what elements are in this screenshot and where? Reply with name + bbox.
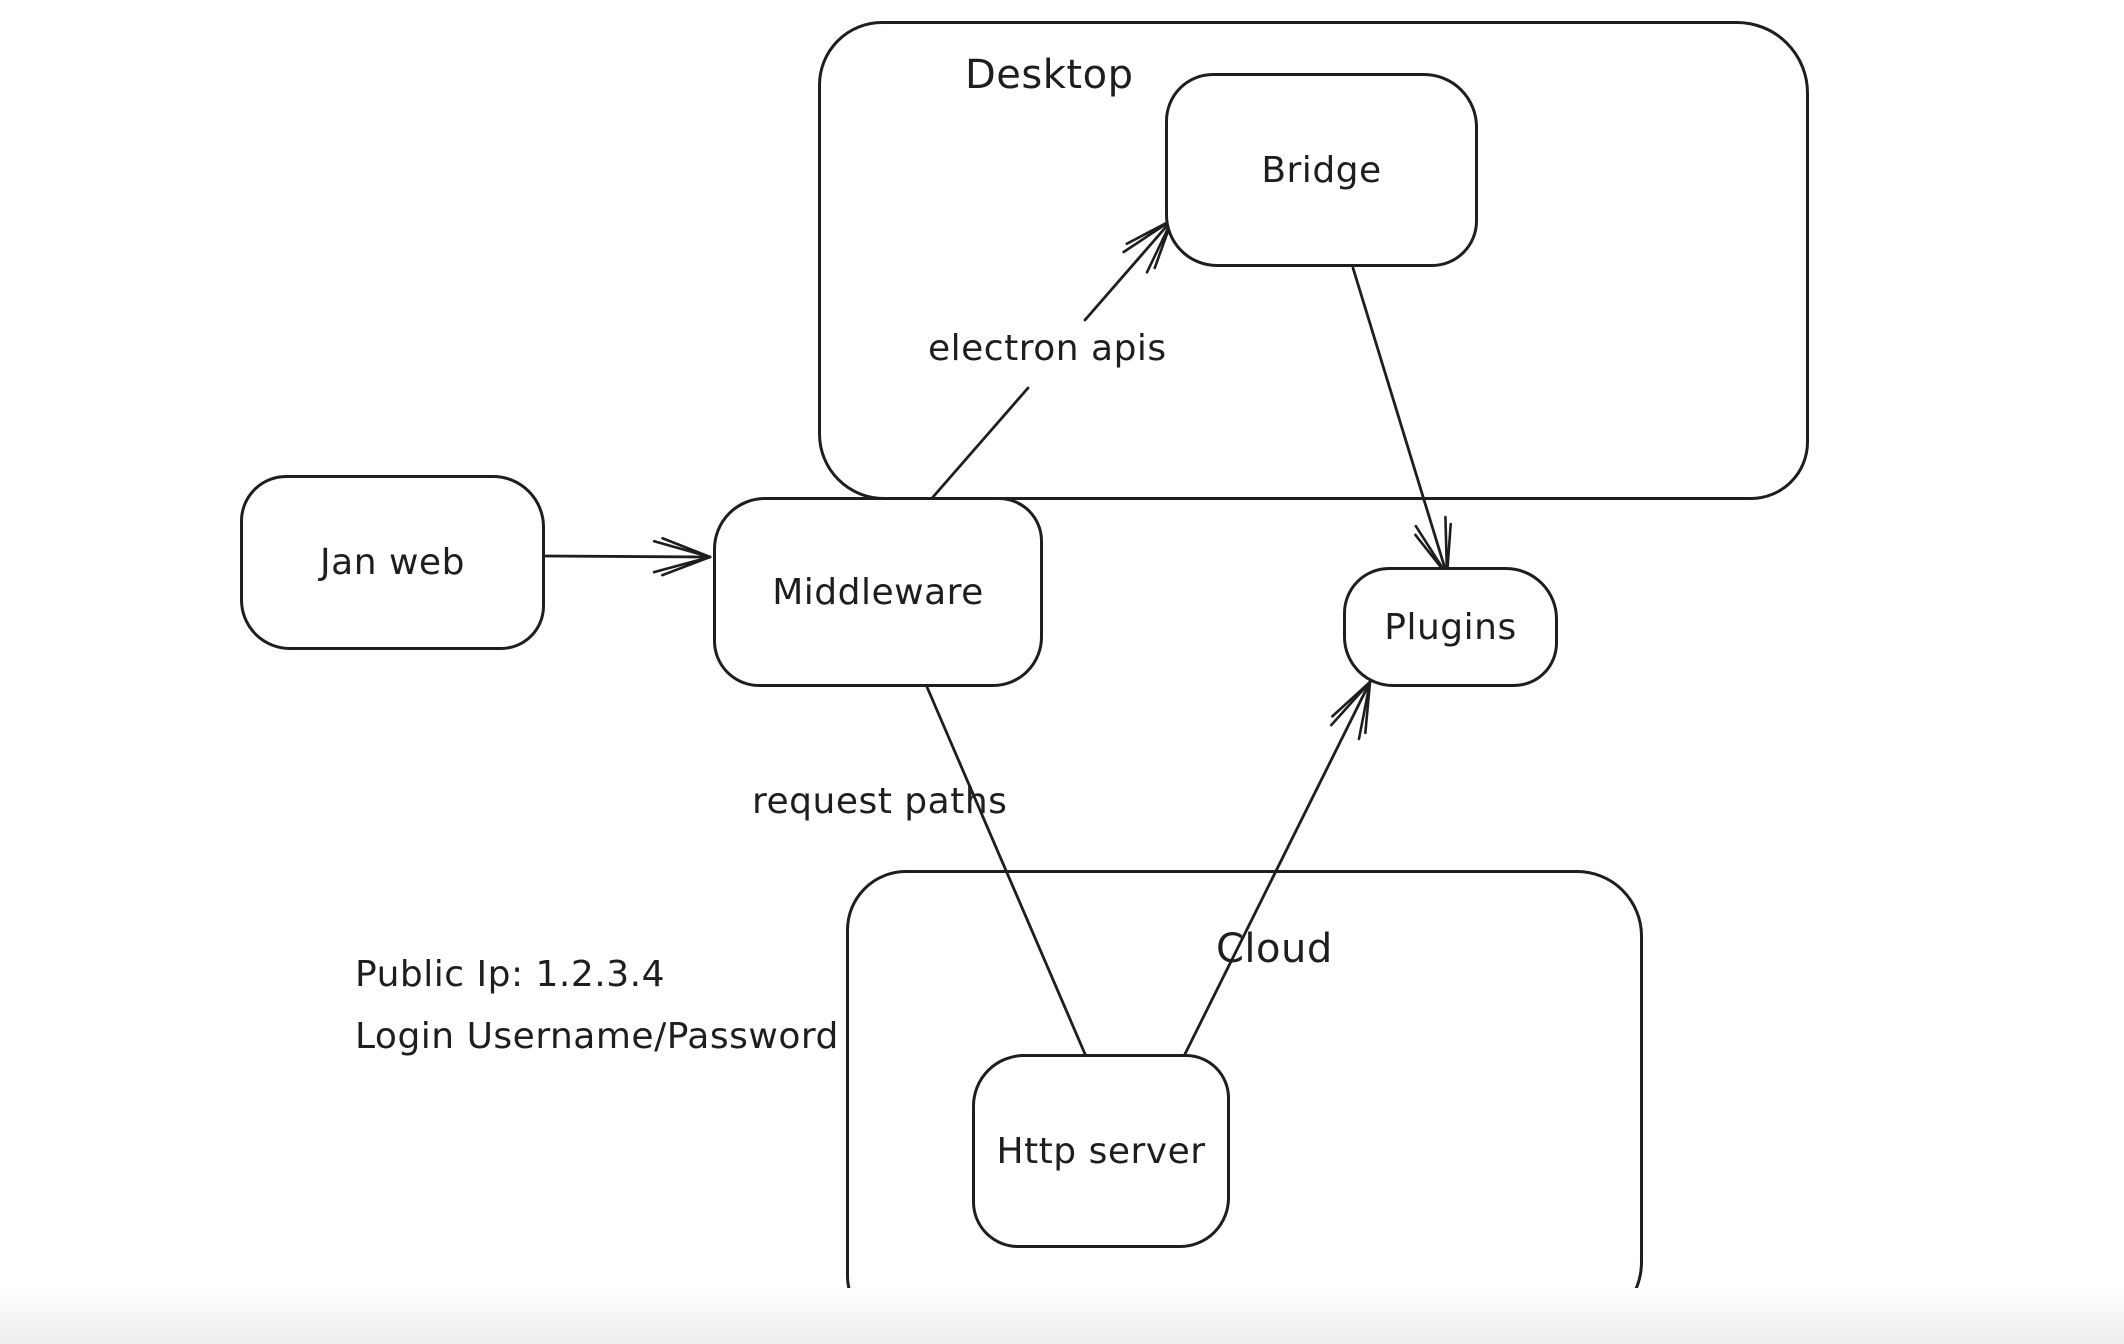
node-plugins-label: Plugins: [1384, 606, 1517, 648]
node-middleware-label: Middleware: [772, 571, 984, 613]
desktop-group-box[interactable]: [818, 21, 1809, 500]
node-bridge[interactable]: Bridge: [1165, 73, 1478, 267]
node-plugins[interactable]: Plugins: [1343, 567, 1558, 687]
public-ip-note: Public Ip: 1.2.3.4 Login Username/Passwo…: [355, 944, 839, 1068]
node-middleware[interactable]: Middleware: [713, 497, 1043, 687]
electron-apis-edge-label: electron apis: [928, 328, 1167, 369]
node-jan-web[interactable]: Jan web: [240, 475, 545, 650]
desktop-group-label: Desktop: [965, 52, 1134, 98]
canvas-bottom-fade: [0, 1288, 2124, 1344]
node-http-server-label: Http server: [996, 1130, 1206, 1172]
public-ip-line: Public Ip: 1.2.3.4: [355, 954, 665, 995]
connector-jan-web-to-middleware: [543, 536, 712, 577]
request-paths-edge-label: request paths: [752, 781, 1008, 822]
cloud-group-label: Cloud: [1216, 926, 1333, 972]
node-bridge-label: Bridge: [1261, 149, 1382, 191]
node-http-server[interactable]: Http server: [972, 1054, 1230, 1248]
login-line: Login Username/Password: [355, 1016, 839, 1057]
node-jan-web-label: Jan web: [320, 542, 465, 583]
